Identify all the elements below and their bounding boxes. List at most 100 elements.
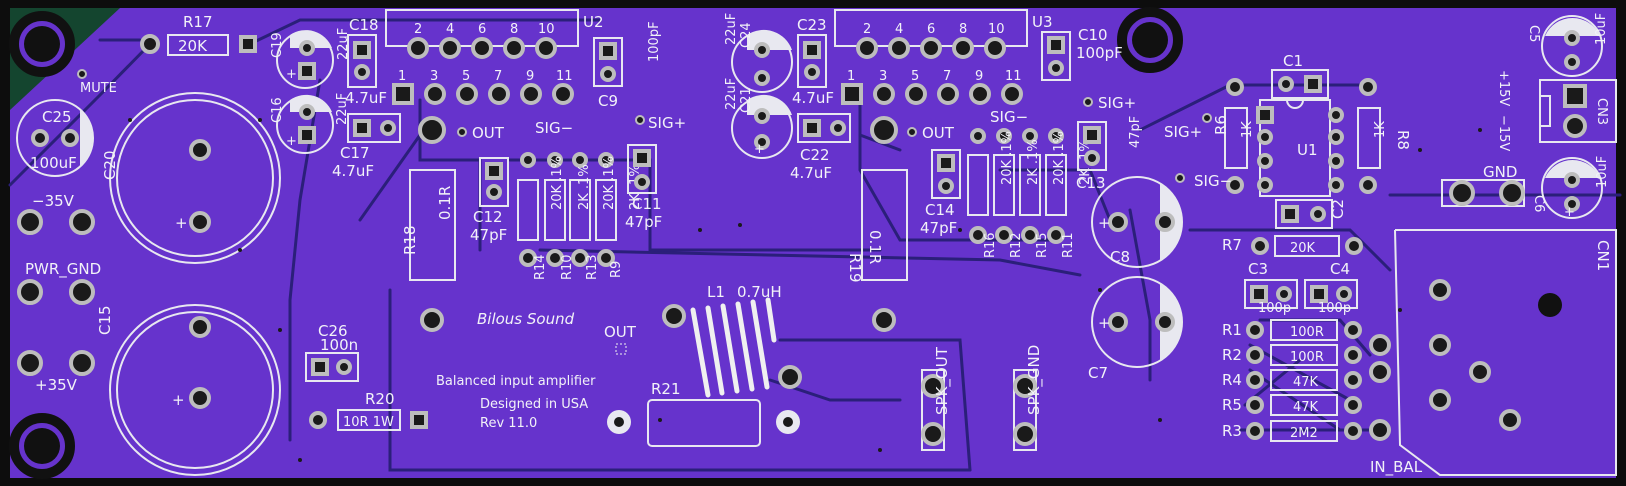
label-c22: C22: [800, 146, 830, 164]
label-c7: C7: [1088, 364, 1108, 382]
svg-text:9: 9: [975, 69, 983, 84]
svg-text:C24: C24: [739, 22, 754, 48]
value-c3: 100p: [1258, 301, 1291, 316]
svg-text:C21: C21: [739, 87, 754, 113]
svg-text:20K .1%: 20K .1%: [602, 156, 617, 210]
label-c8: C8: [1110, 248, 1130, 266]
label-r20: R20: [365, 390, 395, 408]
cap-c16: + 22uF C16: [270, 93, 350, 154]
label-c20: C20: [101, 150, 119, 180]
svg-text:8: 8: [959, 22, 967, 37]
svg-text:R9: R9: [609, 261, 624, 278]
value-r18: 0.1R: [436, 186, 454, 220]
cap-c6: + 10uF C6: [1531, 156, 1610, 220]
svg-text:10: 10: [538, 22, 555, 37]
svg-text:+: +: [172, 391, 185, 409]
label-c18: C18: [349, 16, 379, 34]
value-c18: 4.7uF: [345, 89, 387, 107]
value-c23: 4.7uF: [792, 89, 834, 107]
svg-text:5: 5: [462, 69, 470, 84]
label-minus-35v: −35V: [32, 192, 75, 210]
label-sigp-u1: SIG+: [1164, 123, 1202, 141]
svg-text:7: 7: [494, 69, 502, 84]
value-c25: 100uF: [30, 154, 77, 172]
value-c12: 47pF: [470, 226, 507, 244]
label-c17: C17: [340, 144, 370, 162]
label-out-u2: OUT: [472, 124, 505, 142]
label-sigm-u1: SIG−: [1194, 172, 1232, 190]
board-revision: Rev 11.0: [480, 416, 537, 431]
svg-text:9: 9: [526, 69, 534, 84]
value-c10: 100pF: [1076, 44, 1123, 62]
label-in-bal: IN_BAL: [1370, 458, 1423, 477]
label-r18: R18: [401, 225, 419, 255]
label-r6: R6: [1212, 115, 1230, 135]
svg-text:R15: R15: [1035, 232, 1050, 258]
label-mute: MUTE: [80, 81, 117, 96]
label-c3: C3: [1248, 260, 1268, 278]
value-c4: 100p: [1318, 301, 1351, 316]
inductor-l1: L1 0.7uH: [662, 283, 802, 398]
svg-text:20K .1%: 20K .1%: [1000, 131, 1015, 185]
value-c16: 22uF: [335, 93, 350, 125]
label-c16: C16: [270, 97, 285, 123]
label-r8: R8: [1394, 130, 1412, 150]
svg-text:6: 6: [478, 22, 486, 37]
label-spk-out: SPK_OUT: [933, 346, 952, 415]
ic-u2: U2 2 4 6 8 10 1 3 5 7 9 11 OUT SIG−: [385, 9, 604, 144]
label-sigm-u3: SIG−: [990, 108, 1028, 126]
svg-text:R14: R14: [533, 254, 548, 280]
cap-c7: + C7: [1088, 276, 1183, 382]
svg-text:R12: R12: [1009, 232, 1024, 258]
value-r7: 20K: [1290, 241, 1316, 256]
svg-text:R3: R3: [1222, 422, 1242, 440]
connector-cn3: CN3 +15V −15V: [1496, 70, 1617, 151]
cap-c3: C3 100p: [1244, 260, 1298, 316]
svg-text:22uF: 22uF: [724, 13, 739, 45]
cap-c1: C1: [1271, 52, 1329, 99]
resistor-r7: R7 20K: [1222, 235, 1363, 257]
terminal-spk-out: SPK_OUT: [921, 346, 952, 451]
label-u2: U2: [583, 13, 604, 31]
label-c25: C25: [42, 108, 72, 126]
svg-text:+: +: [286, 67, 297, 82]
svg-text:10: 10: [988, 22, 1005, 37]
cap-c15: + C15: [96, 304, 281, 476]
terminal-spk-gnd: SPK_GND: [1013, 345, 1044, 451]
value-c13: 47pF: [1128, 116, 1143, 148]
svg-text:20K .1%: 20K .1%: [1052, 131, 1067, 185]
cap-c14: C14 47pF: [920, 149, 961, 237]
value-r19: 0.1R: [866, 230, 884, 264]
cap-c10: C10 100pF SIG+: [1041, 26, 1136, 112]
resistor-r17: R17 20K: [140, 13, 257, 56]
resistor-r8: 1K R8: [1357, 78, 1412, 194]
label-sigm-u2: SIG−: [535, 119, 573, 137]
svg-text:1: 1: [398, 69, 406, 84]
connector-cn1: CN1 IN_BAL: [1369, 229, 1617, 477]
svg-text:1: 1: [847, 69, 855, 84]
svg-text:R5: R5: [1222, 396, 1242, 414]
label-c13: C13: [1076, 174, 1106, 192]
svg-text:+: +: [1564, 205, 1575, 220]
svg-text:R1: R1: [1222, 321, 1242, 339]
label-c2: C2: [1329, 199, 1347, 219]
svg-text:5: 5: [911, 69, 919, 84]
value-c26: 100n: [320, 336, 358, 354]
cap-c23: C23 4.7uF: [792, 16, 834, 107]
label-c6: C6: [1531, 195, 1546, 212]
power-terminals: −35V PWR_GND +35V: [17, 192, 101, 394]
svg-text:+: +: [1098, 314, 1111, 332]
svg-text:2M2: 2M2: [1290, 426, 1318, 441]
svg-text:100R: 100R: [1290, 350, 1324, 365]
svg-text:8: 8: [510, 22, 518, 37]
value-c6: 10uF: [1595, 156, 1610, 188]
cap-c13: C13 47pF: [1076, 116, 1143, 192]
cap-c18: C18 4.7uF: [345, 16, 387, 107]
cap-c2: C2: [1275, 199, 1347, 229]
cap-c20: + C20: [101, 92, 281, 264]
cap-c11: C11 47pF: [625, 144, 662, 231]
value-r6: 1K: [1240, 121, 1255, 138]
label-r21: R21: [651, 380, 681, 398]
label-pwr-gnd: PWR_GND: [25, 260, 101, 279]
label-c15: C15: [96, 305, 114, 335]
